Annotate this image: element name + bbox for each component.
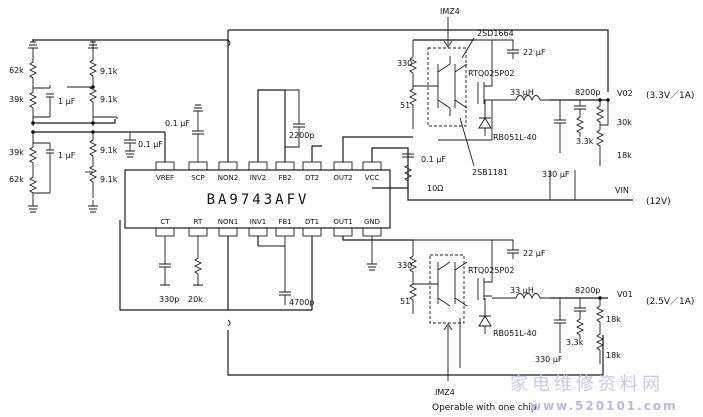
pin-vref: VREF — [156, 174, 174, 182]
pin-scp: SCP — [191, 174, 205, 182]
wire-out2 — [342, 136, 413, 162]
pin-inv2: INV2 — [250, 174, 267, 182]
gnd-symbol — [367, 236, 377, 271]
q-2sb1181: 2SB1181 — [472, 168, 508, 177]
ind-33uh-bot: 33 μH — [510, 286, 534, 295]
node-vin: VIN — [615, 186, 629, 195]
fet-rtq025p02-bot: RTQ025P02 — [468, 266, 514, 275]
res-62k-top: 62k — [9, 66, 24, 75]
res-39k-bot: 39k — [9, 148, 24, 157]
chip-name: BA9743AFV — [207, 192, 310, 208]
q-2sd1664: 2SD1664 — [477, 29, 514, 38]
res-9k1-top-b: 9.1k — [100, 95, 118, 104]
pin-out2: OUT2 — [333, 174, 352, 182]
res-51-top: 51 — [400, 101, 410, 110]
operable-note: Operable with one chip — [432, 403, 537, 413]
cap-ct-330p: 330p — [159, 295, 179, 304]
res-330-top: 330 — [397, 59, 412, 68]
pin-out1: OUT1 — [333, 218, 352, 226]
cap-8200p-top: 8200p — [575, 88, 600, 97]
vo1-value: (2.5V／1A) — [646, 296, 694, 307]
res-18k-top: 18k — [617, 151, 632, 160]
pin-non1: NON1 — [218, 218, 238, 226]
pin-rt: RT — [194, 218, 203, 226]
cap-vcc-0u1: 0.1 μF — [421, 155, 446, 164]
res-51-bot: 51 — [400, 297, 410, 306]
lower-output-stage: 330 51 22 μF RTQ025P02 33 μH RB051L-40 8… — [397, 239, 694, 413]
pin-non2: NON2 — [218, 174, 238, 182]
pin-dt1: DT1 — [305, 218, 319, 226]
res-39k-top: 39k — [9, 95, 24, 104]
pin-dt2: DT2 — [305, 174, 319, 182]
cap-scp-0u1: 0.1 μF — [165, 119, 190, 128]
cap-22uf-bot: 22 μF — [523, 249, 546, 258]
wire-vo1-feedback — [227, 330, 604, 376]
ind-33uh-top: 33 μH — [510, 88, 534, 97]
left-feedback-network: 62k 39k 1 μF 9.1k 9.1k 39k 62k 1 μF 9.1k… — [9, 41, 166, 213]
scp-capacitor: 0.1 μF — [165, 104, 204, 162]
vin-value: (12V) — [646, 197, 671, 207]
node-vo2: V02 — [617, 89, 633, 98]
cap-330uf-bot: 330 μF — [535, 355, 563, 364]
pin-gnd: GND — [364, 218, 380, 226]
supply-section: 0.1 μF 10Ω VIN (12V) — [371, 147, 671, 207]
wire-inv2-fb2 — [257, 89, 286, 162]
res-62k-bot: 62k — [9, 175, 24, 184]
upper-output-stage: IMZ4 330 51 2SD1664 2SB1181 RTQ025P02 22… — [397, 7, 694, 179]
res-9k1-bot-b: 9.1k — [100, 175, 118, 184]
res-9k1-top-a: 9.1k — [100, 67, 118, 76]
cap-fb2-2200p: 2200p — [289, 131, 314, 140]
imz4-label-bot: IMZ4 — [435, 388, 455, 397]
res-330-bot: 330 — [397, 261, 412, 270]
res-18k-bot-b: 18k — [606, 351, 621, 360]
res-30k: 30k — [617, 118, 632, 127]
cap-2200p-shape — [285, 89, 305, 148]
chip-top-pins: VREF SCP NON2 INV2 FB2 DT2 OUT2 VCC — [155, 161, 382, 182]
fet-rtq025p02-top: RTQ025P02 — [468, 69, 514, 78]
cap-1uf-top: 1 μF — [58, 97, 76, 106]
wire-out1 — [342, 236, 413, 241]
cap-1uf-bot: 1 μF — [58, 151, 76, 160]
pin-ct: CT — [160, 218, 170, 226]
res-9k1-bot-a: 9.1k — [100, 146, 118, 155]
diode-rb051l-bot: RB051L-40 — [493, 329, 537, 338]
node-vo1: V01 — [617, 290, 633, 299]
pin-vcc: VCC — [365, 174, 380, 182]
res-rt-20k: 20k — [188, 295, 203, 304]
cap-vref-0u1: 0.1 μF — [138, 140, 163, 149]
cap-22uf-top: 22 μF — [523, 48, 546, 57]
watermark-cn: 家电维修资料网 — [510, 374, 664, 395]
watermark-url: www.520101.com — [530, 399, 678, 413]
cap-330uf-top: 330 μF — [542, 170, 570, 179]
res-3k3-bot: 3.3k — [566, 338, 584, 347]
watermark: 家电维修资料网 www.520101.com — [510, 374, 678, 413]
cap-fb1-4700p: 4700p — [289, 298, 314, 307]
res-18k-bot-a: 18k — [606, 315, 621, 324]
imz4-label-top: IMZ4 — [440, 7, 460, 16]
res-10ohm: 10Ω — [427, 184, 443, 193]
pin-inv1: INV1 — [250, 218, 267, 226]
cap-8200p-bot: 8200p — [575, 286, 600, 295]
bottom-timing-parts: 330p 20k 4700p — [119, 220, 604, 376]
wire-vo2-feedback — [228, 29, 609, 92]
vo2-value: (3.3V／1A) — [646, 90, 694, 101]
chip-bottom-pins: CT RT NON1 INV1 FB1 DT1 OUT1 GND — [155, 218, 382, 237]
pin-fb1: FB1 — [278, 218, 291, 226]
res-3k3-top: 3.3k — [576, 137, 594, 146]
diode-rb051l-top: RB051L-40 — [493, 133, 537, 142]
pin-fb2: FB2 — [278, 174, 291, 182]
